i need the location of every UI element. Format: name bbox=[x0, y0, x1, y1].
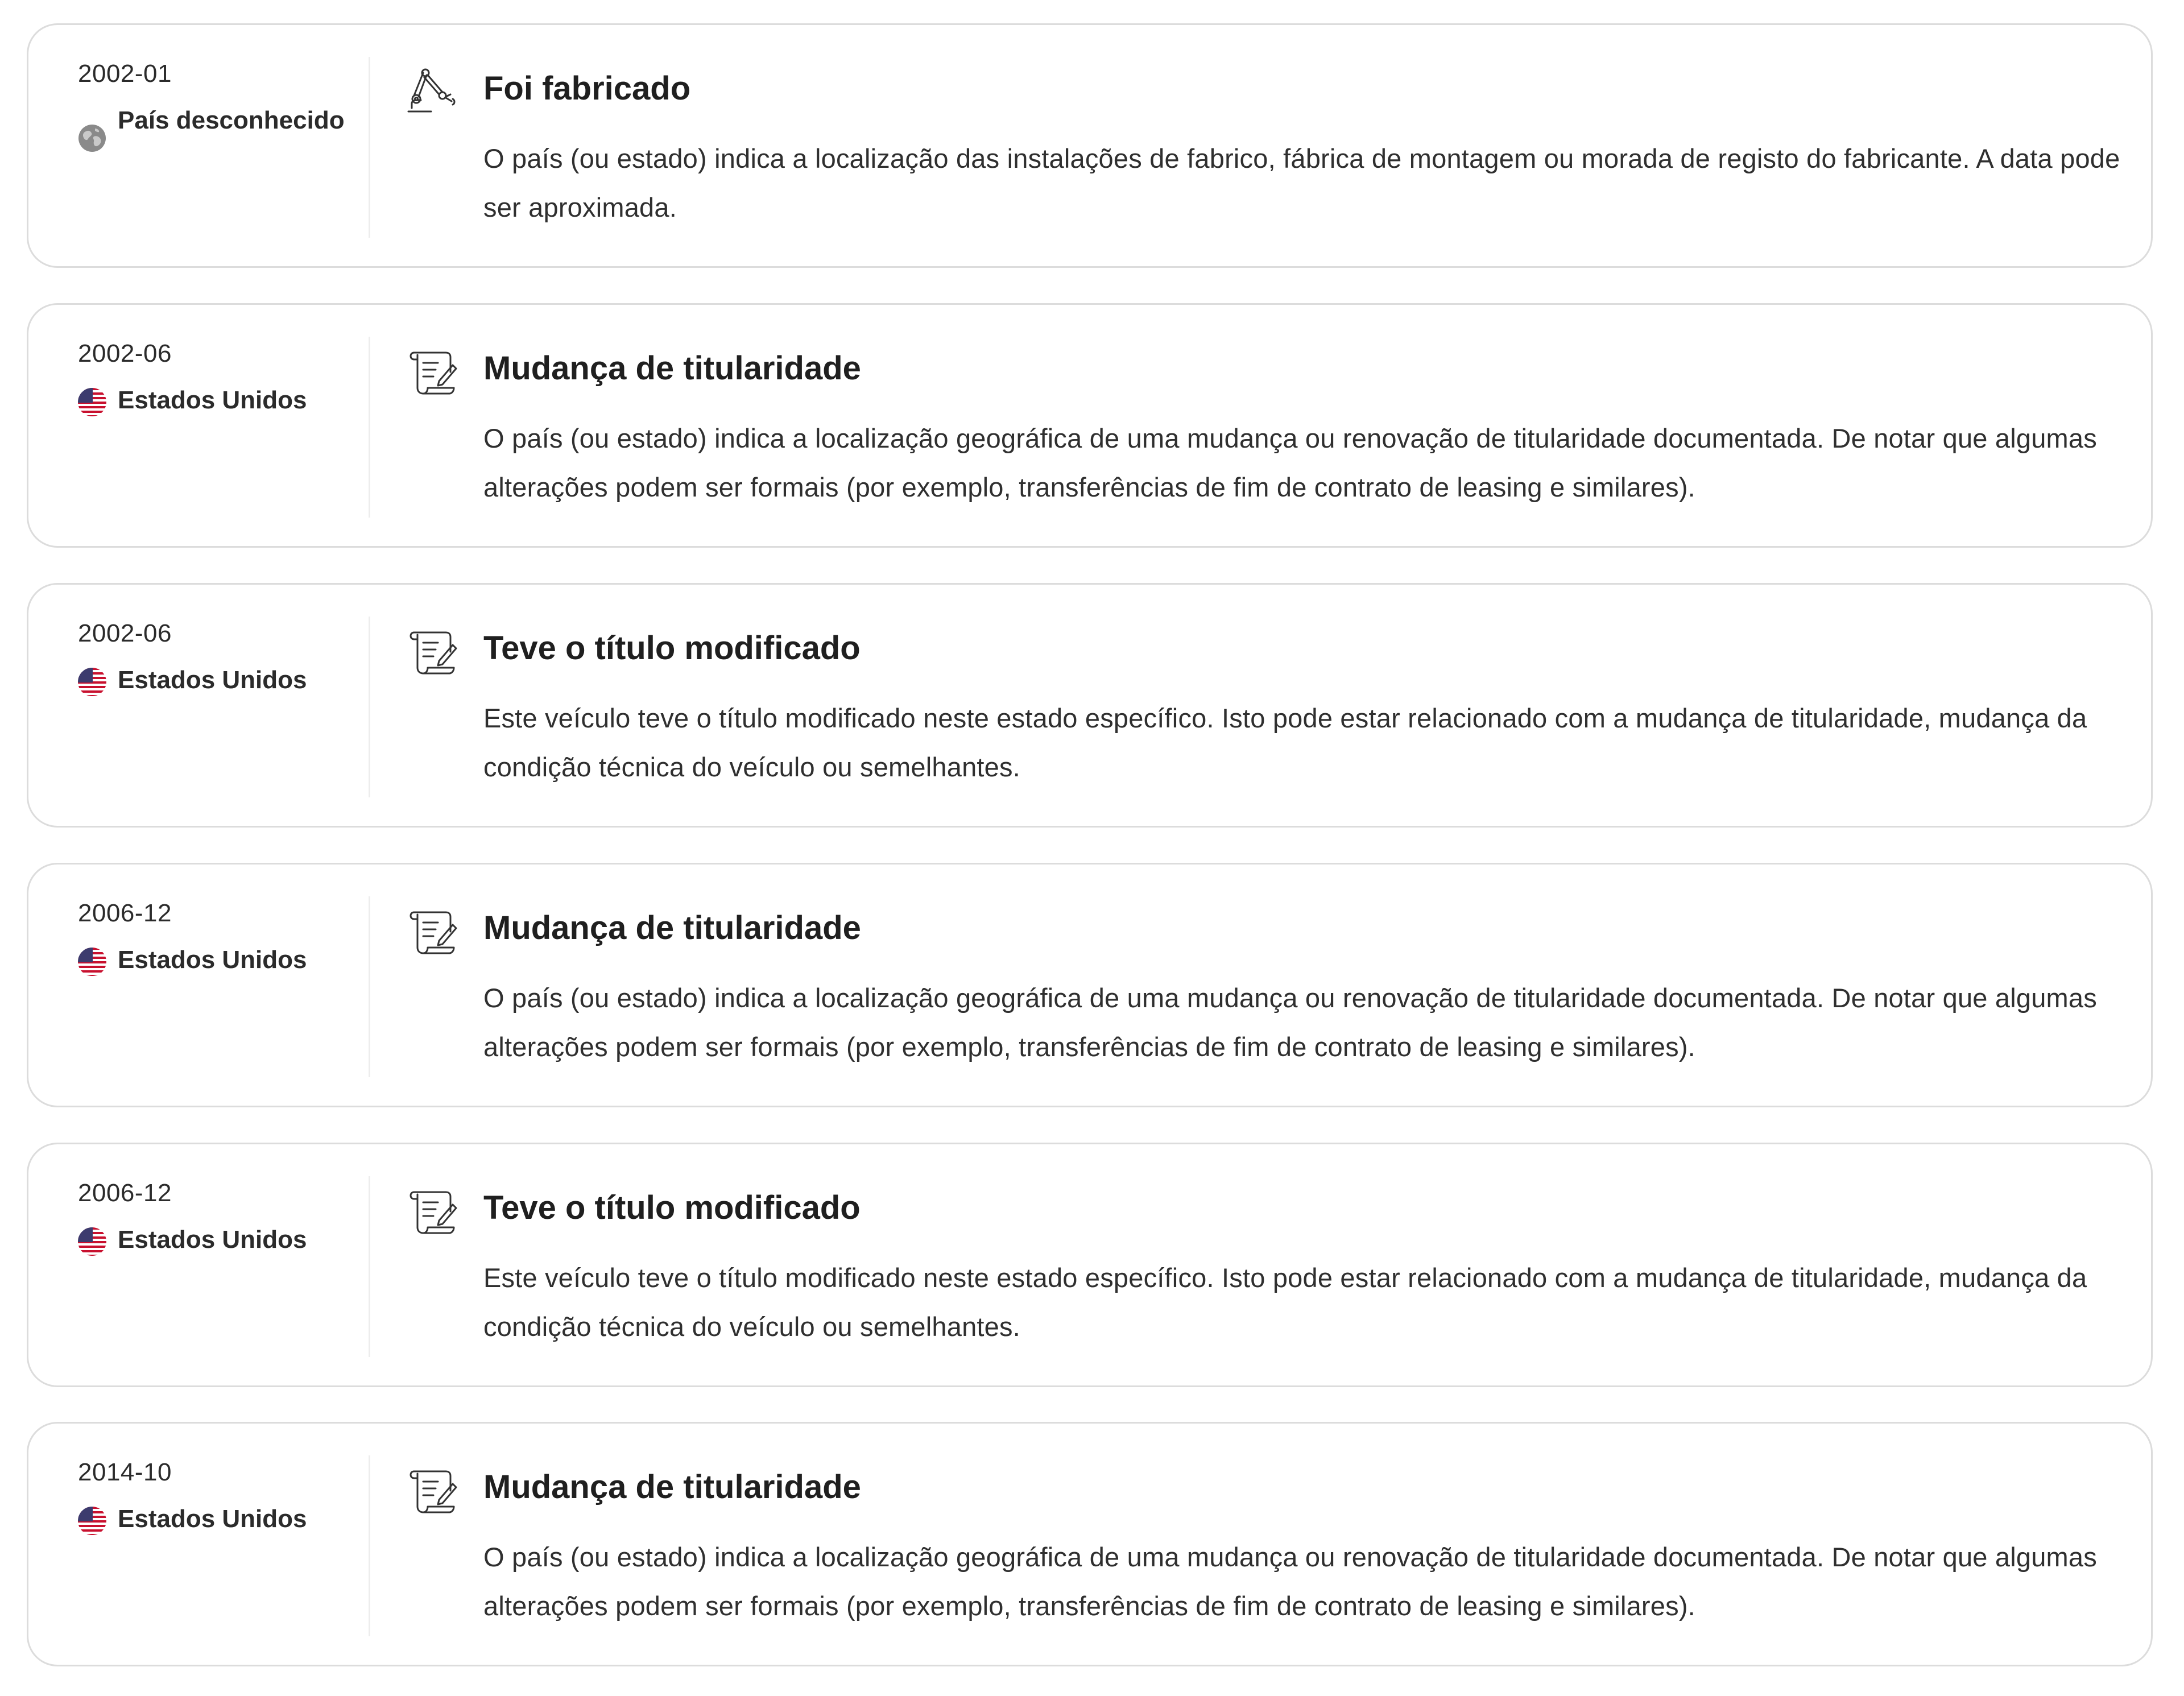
event-description: Este veículo teve o título modificado ne… bbox=[483, 703, 2087, 782]
document-scroll-icon bbox=[404, 622, 461, 679]
timeline-event-card: 2002-06 Estados Unidos bbox=[27, 303, 2153, 548]
event-meta: 2002-06 Estados Unidos bbox=[78, 338, 374, 416]
event-meta: 2014-10 Estados Unidos bbox=[78, 1457, 374, 1535]
event-country-label: Estados Unidos bbox=[118, 946, 307, 974]
event-meta: 2002-01 País desconhecido bbox=[78, 58, 374, 152]
us-flag-icon bbox=[78, 1507, 106, 1535]
event-description: O país (ou estado) indica a localização … bbox=[483, 423, 2097, 502]
event-date: 2014-10 bbox=[78, 1458, 172, 1486]
event-date: 2002-06 bbox=[78, 619, 172, 647]
timeline-event-card: 2014-10 Estados Unidos bbox=[27, 1422, 2153, 1666]
document-scroll-icon bbox=[404, 342, 461, 399]
event-country: País desconhecido bbox=[78, 105, 374, 152]
robotic-arm-icon bbox=[404, 63, 461, 119]
us-flag-icon bbox=[78, 1227, 106, 1256]
card-divider bbox=[369, 896, 370, 1077]
card-divider bbox=[369, 1176, 370, 1357]
card-divider bbox=[369, 337, 370, 518]
event-country: Estados Unidos bbox=[78, 384, 374, 416]
document-scroll-icon bbox=[404, 902, 461, 959]
event-title: Mudança de titularidade bbox=[483, 909, 861, 946]
us-flag-icon bbox=[78, 668, 106, 696]
event-title: Teve o título modificado bbox=[483, 1189, 861, 1226]
event-date: 2006-12 bbox=[78, 1179, 172, 1207]
event-country: Estados Unidos bbox=[78, 1503, 374, 1535]
event-description: O país (ou estado) indica a localização … bbox=[483, 1542, 2097, 1621]
event-country-label: País desconhecido bbox=[118, 106, 345, 134]
document-scroll-icon bbox=[404, 1182, 461, 1239]
card-divider bbox=[369, 57, 370, 238]
event-description: O país (ou estado) indica a localização … bbox=[483, 983, 2097, 1062]
event-country-label: Estados Unidos bbox=[118, 1226, 307, 1254]
event-meta: 2006-12 Estados Unidos bbox=[78, 897, 374, 976]
event-country: Estados Unidos bbox=[78, 664, 374, 696]
timeline-event-card: 2002-01 País desconhecido bbox=[27, 23, 2153, 268]
timeline-event-card: 2002-06 Estados Unidos bbox=[27, 583, 2153, 828]
event-title: Foi fabricado bbox=[483, 70, 691, 107]
card-divider bbox=[369, 617, 370, 797]
us-flag-icon bbox=[78, 948, 106, 976]
timeline-event-card: 2006-12 Estados Unidos bbox=[27, 1143, 2153, 1387]
event-title: Mudança de titularidade bbox=[483, 1469, 861, 1505]
event-country-label: Estados Unidos bbox=[118, 1505, 307, 1533]
event-country-label: Estados Unidos bbox=[118, 386, 307, 414]
event-country-label: Estados Unidos bbox=[118, 666, 307, 694]
event-country: Estados Unidos bbox=[78, 1224, 374, 1256]
document-scroll-icon bbox=[404, 1461, 461, 1518]
event-country: Estados Unidos bbox=[78, 944, 374, 976]
event-date: 2006-12 bbox=[78, 899, 172, 927]
event-meta: 2006-12 Estados Unidos bbox=[78, 1177, 374, 1256]
card-divider bbox=[369, 1455, 370, 1636]
globe-icon bbox=[78, 124, 106, 152]
timeline-event-card: 2006-12 Estados Unidos bbox=[27, 863, 2153, 1107]
event-meta: 2002-06 Estados Unidos bbox=[78, 618, 374, 696]
event-description: Este veículo teve o título modificado ne… bbox=[483, 1263, 2087, 1342]
event-date: 2002-06 bbox=[78, 340, 172, 367]
us-flag-icon bbox=[78, 388, 106, 416]
event-description: O país (ou estado) indica a localização … bbox=[483, 143, 2120, 222]
event-date: 2002-01 bbox=[78, 60, 172, 88]
event-title: Teve o título modificado bbox=[483, 630, 861, 667]
event-title: Mudança de titularidade bbox=[483, 350, 861, 387]
